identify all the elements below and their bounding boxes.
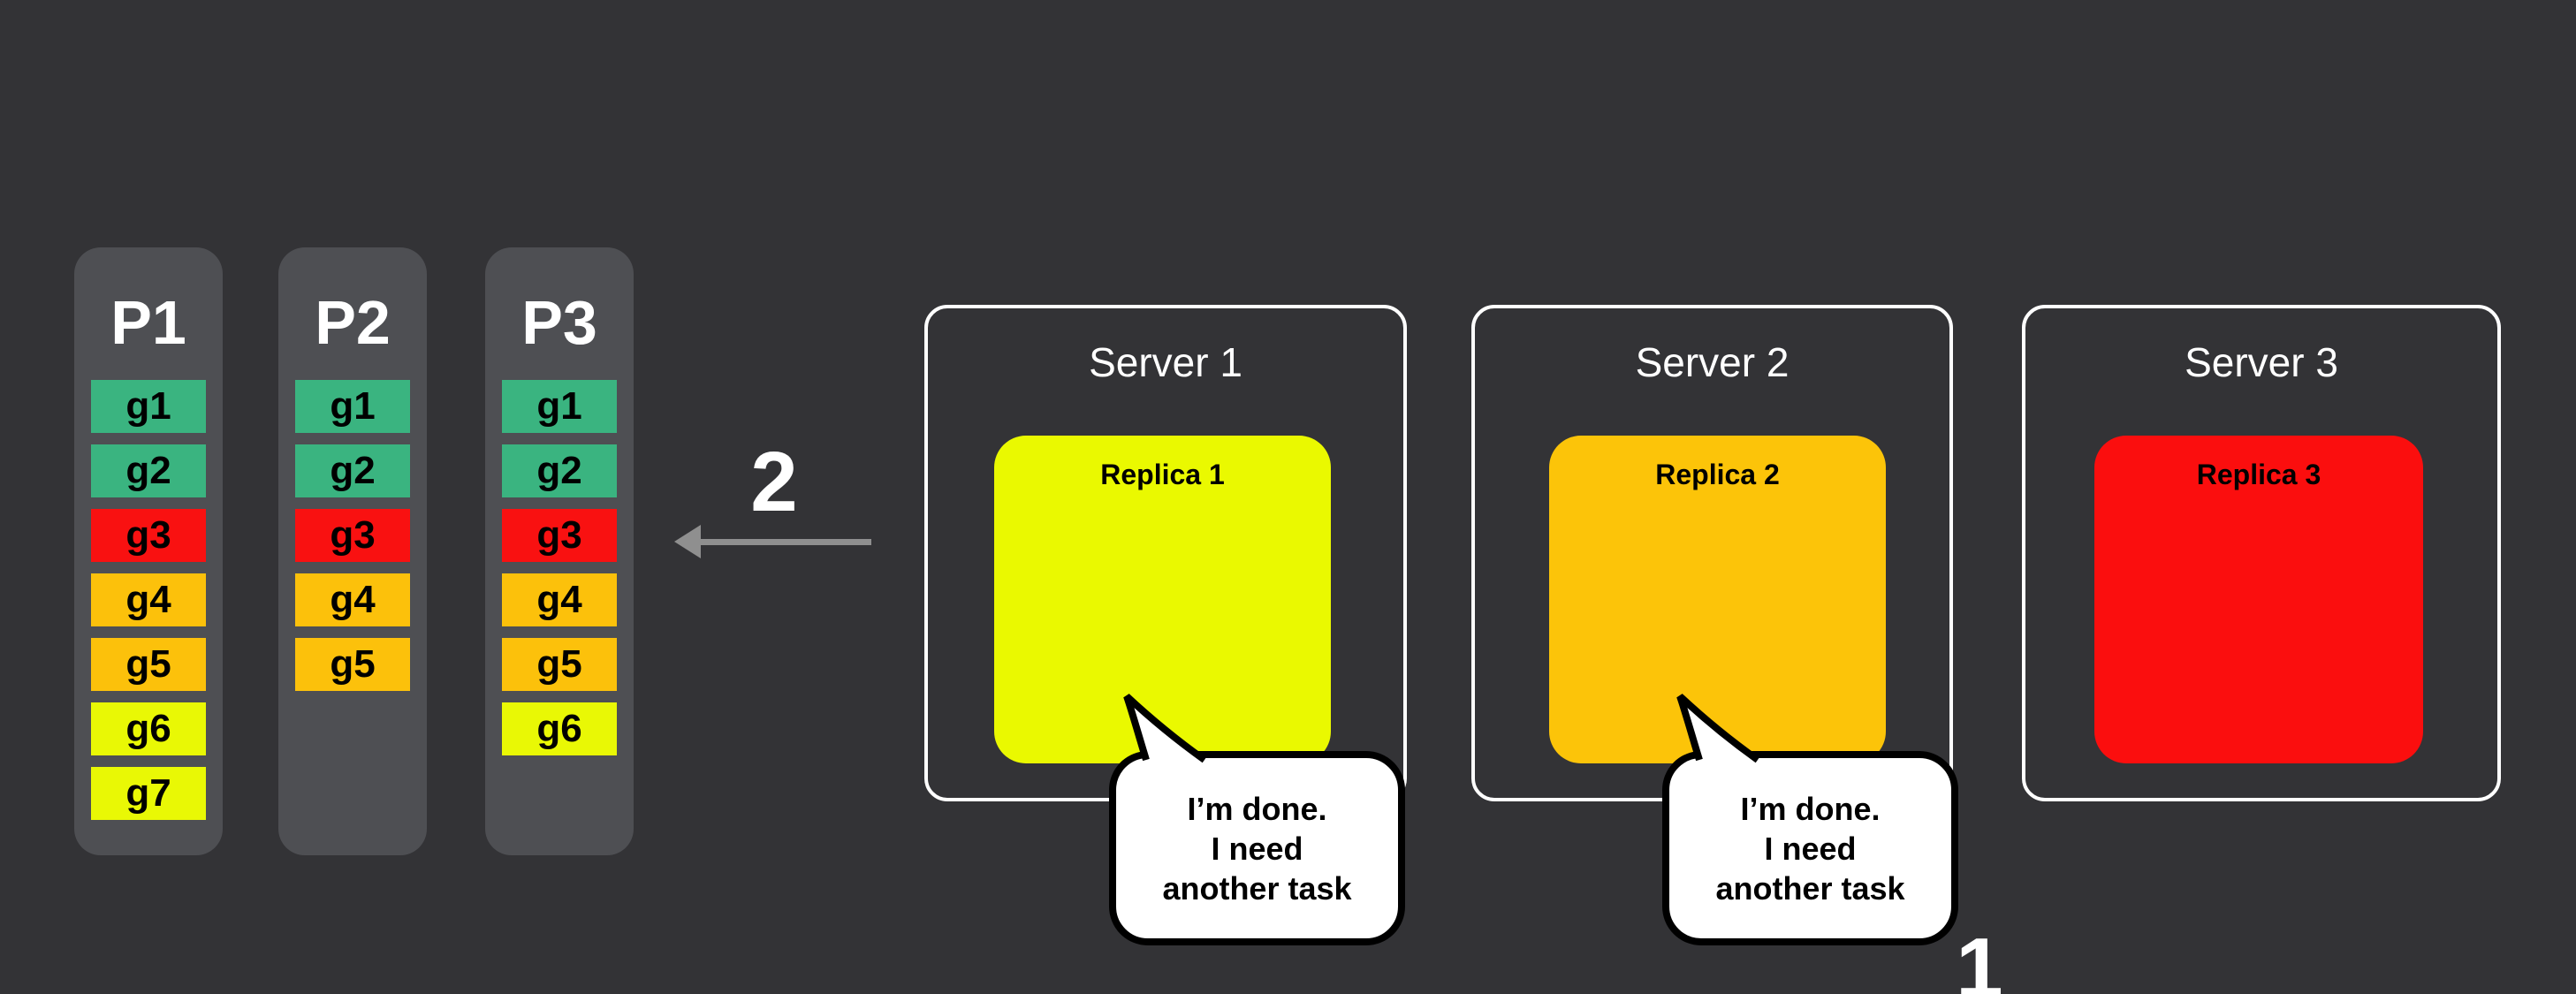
replica-box-2: Replica 2 — [1549, 436, 1886, 763]
bubble-line: another task — [1162, 869, 1352, 907]
server-title: Server 3 — [2185, 339, 2338, 385]
partition-column-p2: P2 g1 g2 g3 g4 g5 — [278, 247, 427, 855]
partition-title: P2 — [315, 288, 391, 357]
task-chip: g1 — [295, 380, 410, 433]
partition-column-p1: P1 g1 g2 g3 g4 g5 g6 g7 — [74, 247, 223, 855]
partition-column-p3: P3 g1 g2 g3 g4 g5 g6 — [485, 247, 634, 855]
speech-bubble-tail-icon — [1123, 694, 1207, 763]
bubble-line: I need — [1211, 830, 1303, 867]
partition-title: P1 — [110, 288, 186, 357]
step-1-label: 1 — [1956, 921, 2003, 994]
bubble-line: I need — [1764, 830, 1857, 867]
speech-bubble-2: I’m done. I need another task — [1662, 694, 1958, 945]
task-chip: g2 — [91, 444, 206, 497]
replica-box-1: Replica 1 — [994, 436, 1331, 763]
task-chip: g4 — [502, 573, 617, 626]
task-chip: g3 — [91, 509, 206, 562]
server-box-3: Server 3 — [2022, 305, 2501, 801]
replica-box-3: Replica 3 — [2094, 436, 2423, 763]
speech-bubble-tail-icon — [1676, 694, 1760, 763]
partition-title: P3 — [521, 288, 597, 357]
bubble-line: I’m done. — [1187, 790, 1327, 827]
task-chip: g5 — [502, 638, 617, 691]
task-chip: g4 — [91, 573, 206, 626]
task-chip: g2 — [295, 444, 410, 497]
server-title: Server 2 — [1635, 339, 1790, 385]
task-chip: g5 — [295, 638, 410, 691]
task-chip: g1 — [91, 380, 206, 433]
speech-bubble-1: I’m done. I need another task — [1109, 694, 1405, 945]
task-chip: g1 — [502, 380, 617, 433]
bubble-line: I’m done. — [1740, 790, 1881, 827]
step-2-label: 2 — [750, 435, 798, 529]
task-chip: g2 — [502, 444, 617, 497]
task-chip: g3 — [295, 509, 410, 562]
left-arrow-shaft — [696, 539, 871, 545]
task-chip: g5 — [91, 638, 206, 691]
task-chip: g3 — [502, 509, 617, 562]
server-title: Server 1 — [1089, 339, 1242, 385]
left-arrow-head-icon — [674, 525, 701, 558]
bubble-line: another task — [1715, 869, 1905, 907]
task-chip: g6 — [91, 702, 206, 755]
task-chip: g6 — [502, 702, 617, 755]
task-chip: g4 — [295, 573, 410, 626]
task-chip: g7 — [91, 767, 206, 820]
